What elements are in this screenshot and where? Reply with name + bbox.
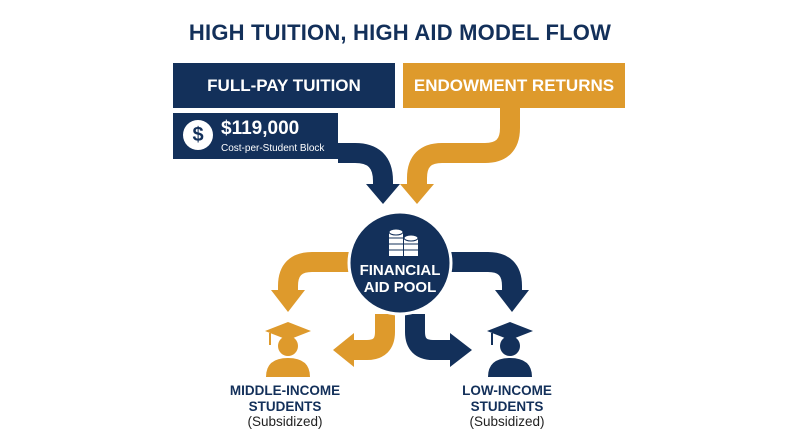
arrow-tuition-to-pool	[338, 143, 400, 204]
cost-value: $119,000	[221, 118, 300, 139]
cost-per-student-block: $ $119,000 Cost-per-Student Block	[173, 113, 338, 159]
arrow-pool-to-middle-lower	[333, 314, 395, 367]
aid-pool-line1: FINANCIAL	[359, 262, 441, 279]
endowment-returns-label: ENDOWMENT RETURNS	[413, 75, 615, 95]
full-pay-tuition-box: FULL-PAY TUITION	[173, 63, 395, 108]
low-income-line2: STUDENTS	[470, 398, 544, 414]
middle-income-line1: MIDDLE-INCOME	[229, 383, 341, 398]
low-income-students-label: LOW-INCOME STUDENTS (Subsidized)	[432, 383, 582, 430]
arrow-pool-to-low-right	[450, 252, 529, 312]
graduate-icon	[265, 322, 311, 377]
arrow-pool-to-middle-left	[271, 252, 350, 312]
cost-label: Cost-per-Student Block	[221, 143, 325, 154]
full-pay-tuition-label: FULL-PAY TUITION	[207, 75, 361, 95]
middle-income-students-label: MIDDLE-INCOME STUDENTS (Subsidized)	[210, 383, 360, 430]
coin-stack-icon	[388, 228, 419, 256]
arrow-endowment-to-pool	[400, 106, 520, 204]
diagram-title: HIGH TUITION, HIGH AID MODEL FLOW	[188, 20, 612, 45]
middle-income-note: (Subsidized)	[247, 414, 323, 429]
endowment-returns-box: ENDOWMENT RETURNS	[403, 63, 625, 108]
low-income-note: (Subsidized)	[469, 414, 545, 429]
graduate-icon	[487, 322, 533, 377]
arrow-pool-to-low-lower	[405, 314, 472, 367]
middle-income-line2: STUDENTS	[248, 398, 322, 414]
dollar-icon: $	[183, 120, 213, 150]
low-income-line1: LOW-INCOME	[462, 383, 552, 398]
aid-pool-circle	[347, 210, 453, 316]
aid-pool-label: FINANCIAL AID POOL	[342, 262, 458, 296]
aid-pool-line2: AID POOL	[363, 279, 437, 296]
